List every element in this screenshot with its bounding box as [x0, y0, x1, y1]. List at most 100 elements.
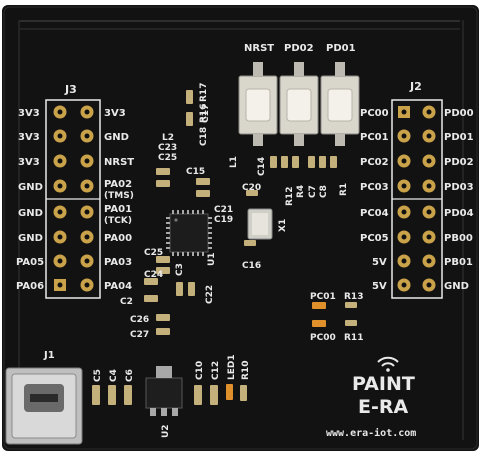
j2-left-pin-8: 5V — [372, 281, 387, 292]
brand-line2: E-RA — [358, 396, 408, 418]
ref-r11: R11 — [344, 333, 363, 343]
ref-r16: R16 — [199, 104, 209, 123]
j2-right-pin-1: PD00 — [444, 108, 474, 119]
ref-c10: C10 — [195, 361, 205, 380]
j2-right-pin-4: PD03 — [444, 182, 474, 193]
ref-r10: R10 — [241, 361, 251, 380]
j3-left-pin-7: PA05 — [16, 257, 44, 268]
ref-l1: L1 — [229, 156, 239, 168]
j1-label: J1 — [43, 350, 55, 361]
ref-c26: C26 — [130, 315, 149, 325]
ref-c24: C24 — [144, 270, 163, 280]
pcb-edge-highlight — [3, 6, 478, 450]
ref-c14: C14 — [257, 157, 267, 176]
j3-left-pin-5: GND — [18, 208, 43, 219]
j2-right-pin-7: PB01 — [444, 257, 473, 268]
j2-right-labels: PD00 PD01 PD02 PD03 PD04 PB00 PB01 GND — [444, 108, 474, 292]
j2-right-pin-6: PB00 — [444, 233, 473, 244]
j2-left-pin-3: PC02 — [360, 157, 389, 168]
nrst-button-label: NRST — [244, 43, 274, 54]
j3-pins — [53, 105, 94, 292]
j3-right-pin-5: PA01 — [104, 204, 132, 215]
j2-left-labels: PC00 PC01 PC02 PC03 PC04 PC05 5V 5V — [360, 108, 389, 292]
crystal-x1 — [247, 208, 273, 240]
usb-connector-j1 — [5, 367, 83, 445]
ref-led1: LED1 — [227, 354, 237, 380]
smd-parts — [92, 90, 357, 405]
led-pc00 — [312, 320, 326, 327]
wifi-icon — [377, 356, 399, 372]
led-pc01 — [312, 302, 326, 309]
j2-left-pin-4: PC03 — [360, 182, 389, 193]
ref-c25b: C25 — [144, 248, 163, 258]
j3-right-pin-5-alt: (TCK) — [104, 216, 132, 226]
j3-right-pin-3: NRST — [104, 157, 134, 168]
j3-label: J3 — [64, 83, 77, 96]
ref-c27: C27 — [130, 330, 149, 340]
j3-left-pin-8: PA06 — [16, 281, 44, 292]
nrst-button[interactable] — [238, 62, 278, 146]
led1 — [226, 384, 233, 400]
j2-left-pin-2: PC01 — [360, 132, 389, 143]
ref-c12: C12 — [211, 361, 221, 380]
ref-c19: C19 — [214, 215, 233, 225]
ref-c8: C8 — [319, 185, 329, 198]
pd02-button[interactable] — [279, 62, 319, 146]
j3-right-labels: 3V3 GND NRST PA02 (TMS) PA01 (TCK) PA00 … — [104, 108, 134, 292]
j2-right-pin-3: PD02 — [444, 157, 474, 168]
ref-r12: R12 — [285, 187, 295, 206]
j2-right-pin-8: GND — [444, 281, 469, 292]
j3-left-pin-3: 3V3 — [18, 157, 40, 168]
j3-right-pin-2: GND — [104, 132, 129, 143]
j3-right-pin-8: PA04 — [104, 281, 132, 292]
ref-c22: C22 — [205, 285, 215, 304]
ref-pc00: PC00 — [310, 333, 336, 343]
j2-left-pin-1: PC00 — [360, 108, 389, 119]
ref-c21: C21 — [214, 205, 233, 215]
ref-r13: R13 — [344, 292, 363, 302]
ref-c5: C5 — [93, 369, 103, 382]
j3-left-labels: 3V3 3V3 3V3 GND GND GND PA05 PA06 — [16, 108, 44, 292]
regulator-u2 — [145, 366, 183, 416]
j3-left-pin-6: GND — [18, 233, 43, 244]
ref-c16: C16 — [242, 261, 261, 271]
ref-r17: R17 — [199, 83, 209, 102]
j2-left-pin-7: 5V — [372, 257, 387, 268]
j2-left-pin-6: PC05 — [360, 233, 389, 244]
ref-l2: L2 — [162, 133, 174, 143]
j2-right-pin-5: PD04 — [444, 208, 474, 219]
u2-label: U2 — [161, 424, 171, 438]
via-dots — [18, 20, 464, 440]
ref-c4: C4 — [109, 369, 119, 382]
ref-c17: C17 — [201, 104, 211, 123]
ref-c2: C2 — [120, 297, 133, 307]
j2-pins — [397, 105, 436, 292]
ref-c6: C6 — [125, 369, 135, 382]
mcu-chip — [166, 210, 212, 256]
x1-label: X1 — [278, 219, 288, 232]
j2-left-pin-5: PC04 — [360, 208, 389, 219]
ref-c23: C23 — [158, 143, 177, 153]
j3-left-pin-1: 3V3 — [18, 108, 40, 119]
pd01-button[interactable] — [320, 62, 360, 146]
j3-right-pin-4-alt: (TMS) — [104, 191, 134, 201]
j2-label: J2 — [409, 80, 422, 93]
j3-right-pin-1: 3V3 — [104, 108, 126, 119]
pcb-board — [2, 5, 479, 451]
ref-pc01: PC01 — [310, 292, 336, 302]
ref-c20: C20 — [242, 183, 261, 193]
j3-right-pin-7: PA03 — [104, 257, 132, 268]
ref-c7: C7 — [308, 185, 318, 198]
ref-c25: C25 — [158, 153, 177, 163]
ref-c18: C18 — [199, 127, 209, 146]
ref-r1: R1 — [339, 183, 349, 196]
ref-designators: C17 R17 R16 C18 L2 C23 C25 L1 C15 C14 C2… — [93, 83, 363, 382]
j3-right-pin-4: PA02 — [104, 179, 132, 190]
j3-left-pin-4: GND — [18, 182, 43, 193]
pd01-button-label: PD01 — [326, 43, 356, 54]
j3-right-pin-6: PA00 — [104, 233, 132, 244]
u1-label: U1 — [207, 252, 217, 266]
ref-r4: R4 — [296, 185, 306, 198]
brand-line1: PAINT — [352, 373, 415, 395]
